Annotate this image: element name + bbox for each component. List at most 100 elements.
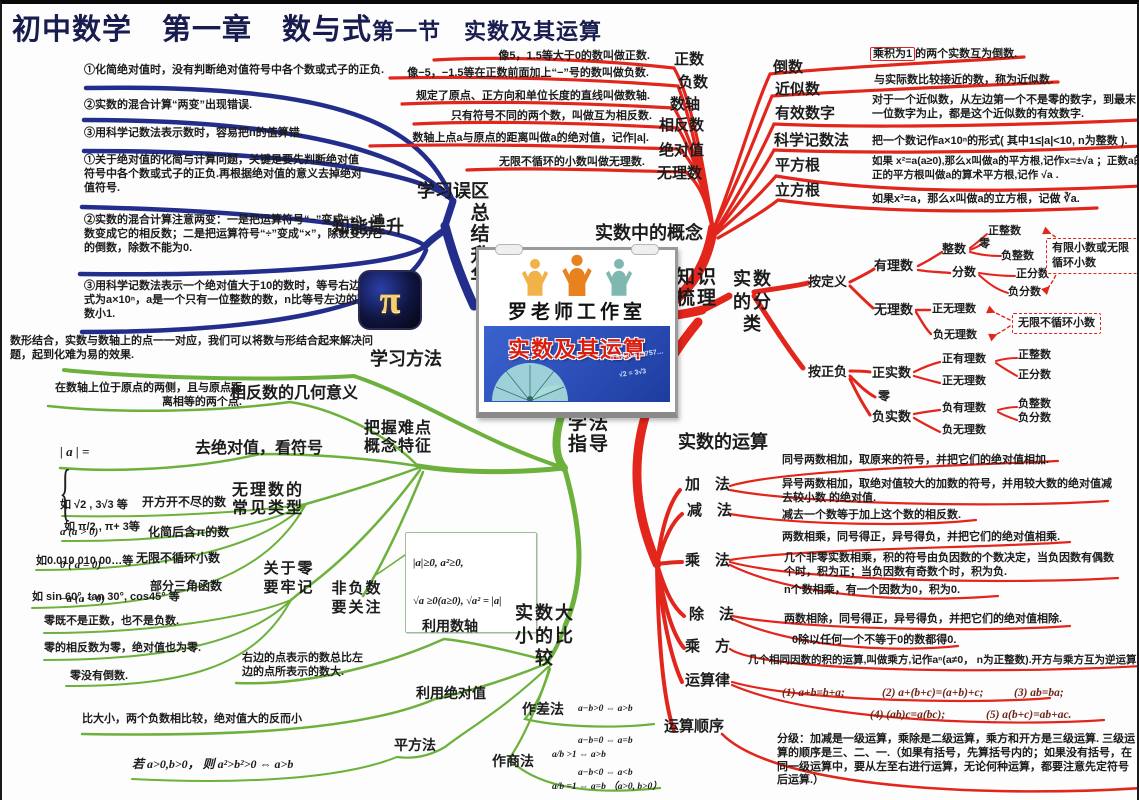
concept-label: 无理数	[657, 165, 703, 182]
absolute-label: 利用绝对值	[416, 685, 486, 701]
leaf-label: 负整数	[1001, 250, 1034, 262]
person-icon	[521, 258, 548, 296]
op-rule: 几个相同因数的积的运算,叫做乘方,记作aⁿ(a≠0， n为正整数).开方与乘方互…	[748, 654, 1139, 666]
zero-label: 关于零要牢记	[263, 560, 315, 596]
law-formula: (1) a+b=b+a;	[782, 687, 845, 699]
op-rule: 减去一个数等于加上这个数的相反数.	[782, 509, 962, 521]
irr-example: 如0.010 010 00…等	[36, 555, 134, 567]
concept-desc: 与实际数比较接近的数，称为近似数.	[874, 74, 1054, 86]
leaf-label: 正分数	[1016, 268, 1049, 280]
concept-desc: 只有符号不同的两个数，叫做互为相反数.	[450, 110, 652, 122]
op-label: 除 法	[689, 606, 735, 623]
concept-label: 相反数	[659, 117, 705, 134]
diff-label: 作差法	[522, 701, 564, 717]
concept-label: 科学记数法	[774, 132, 850, 149]
improve-item: ②实数的混合计算注意两变：一是把运算符号“−”变成“+”，减数变成它的相反数；二…	[84, 214, 383, 254]
law-formula: (5) a(b+c)=ab+ac.	[986, 709, 1072, 721]
irrational-label: 无理数	[874, 302, 914, 317]
op-label: 运算律	[685, 672, 731, 689]
square-desc: 若 a>0,b>0， 则 a²>b²>0 ⇔ a>b	[132, 757, 294, 771]
leaf-label: 负整数	[1018, 398, 1051, 410]
by-sign-label: 按正负	[808, 364, 848, 379]
concept-desc: 像−5，−1.5等在正数前面加上“−”号的数叫做负数.	[407, 67, 649, 79]
opposite-label: 相反数的几何意义	[230, 385, 359, 402]
deco-text: √2 = 3√3	[618, 368, 647, 379]
zero-item: 零既不是正数，也不是负数.	[44, 615, 180, 627]
mistake-item: ①化简绝对值时，没有判断绝对值符号中各个数或式子的正负.	[84, 64, 385, 76]
improve-item: ③用科学记数法表示一个绝对值大于10的数时，等号右边数的形式为a×10ⁿ，a是一…	[84, 280, 394, 320]
nonneg-box: |a|≥0, a²≥0, √a ≥0(a≥0), √a² = |a|	[405, 532, 537, 633]
concept-label: 倒数	[773, 59, 804, 76]
concept-desc: 如果 x²=a(a≥0),那么x叫做a的平方根,记作x=±√a ；正数a的正的平…	[872, 155, 1139, 181]
fraction-label: 分数	[952, 265, 977, 279]
integer-label: 整数	[942, 242, 967, 256]
op-rule: 两数相乘，同号得正，异号得负，并把它们的绝对值相乘.	[782, 531, 1061, 543]
abs-label: 去绝对值，看符号	[195, 440, 324, 457]
center-topic-card: 罗老师工作室 实数及其运算 0.57=0.575757… √2 = 3√3	[476, 244, 678, 418]
leaf-label: 负无理数	[933, 329, 977, 341]
concept-label: 绝对值	[659, 142, 705, 159]
law-formula: (3) ab=ba;	[1014, 687, 1064, 699]
studio-logo	[479, 254, 675, 301]
pos-real-label: 正实数	[872, 365, 912, 380]
card-clip	[495, 244, 523, 255]
neg-irrational-label: 负无理数	[942, 424, 986, 436]
op-label: 减 法	[687, 502, 733, 519]
op-label: 乘 方	[685, 638, 731, 655]
concept-label: 平方根	[775, 157, 821, 174]
pos-irrational-label: 正无理数	[942, 375, 986, 387]
concept-label: 近似数	[775, 81, 821, 98]
topic-panel: 实数及其运算 0.57=0.575757… √2 = 3√3	[484, 326, 670, 402]
concept-label: 立方根	[775, 182, 821, 199]
rational-note-box: 有限小数或无限循环小数	[1046, 238, 1137, 274]
axis-label: 利用数轴	[422, 618, 478, 634]
card-clip	[631, 244, 659, 255]
studio-name: 罗老师工作室	[507, 302, 646, 323]
zero-sign-label: 零	[878, 389, 891, 403]
law-formula: (2) a+(b+c)=(a+b)+c;	[882, 687, 984, 699]
neg-real-label: 负实数	[872, 409, 912, 424]
person-icon	[606, 258, 633, 296]
leaf-label: 正分数	[1018, 369, 1051, 381]
person-icon	[562, 254, 592, 296]
pi-icon: π	[379, 279, 401, 321]
concept-desc: 规定了原点、正方向和单位长度的直线叫做数轴.	[415, 90, 650, 102]
abs-lhs: | a | =	[60, 444, 90, 459]
leaf-label: 负分数	[1008, 286, 1041, 298]
concept-label: 有效数字	[775, 105, 836, 122]
comparison-label: 实数大小的比较	[515, 603, 575, 668]
concept-desc: 如果x³=a，那么x叫做a的立方根，记做 ∛a.	[872, 193, 1080, 205]
leaf-label: 正整数	[988, 225, 1021, 237]
leaf-label: 零	[979, 238, 990, 250]
opposite-desc: 在数轴上位于原点的两侧，且与原点距离相等的两个点.	[55, 382, 242, 408]
abs-formula: | a | = { a (a > 0) 0 ( a = 0) −a (a < 0…	[59, 424, 106, 627]
concept-desc: 数轴上点a与原点的距离叫做a的绝对值，记作|a|.	[412, 132, 649, 144]
irr-example: 如 sin 60°, tan 30°, cos45° 等	[32, 591, 180, 603]
pi-logo: π	[358, 270, 422, 330]
concept-label: 数轴	[670, 96, 701, 113]
law-formula: (4) (ab)c=a(bc);	[870, 709, 946, 721]
op-label: 运算顺序	[664, 718, 725, 735]
by-definition-label: 按定义	[808, 274, 848, 289]
op-rule: 同号两数相加，取原来的符号，并把它们的绝对值相加.	[782, 454, 1050, 466]
abs-cases: a (a > 0) 0 ( a = 0) −a (a < 0)	[60, 525, 106, 606]
irr-type: 部分三角函数	[150, 579, 223, 593]
leaf-label: 正无理数	[932, 303, 976, 315]
branch-curves	[31, 55, 1137, 793]
concept-desc: 像5，1.5等大于0的数叫做正数.	[498, 50, 650, 62]
topic-title: 实数及其运算	[507, 337, 646, 362]
concept-desc: 对于一个近似数，从左边第一个不是零的数字，到最末一位数字为止，都是这个近似数的有…	[872, 94, 1136, 120]
page-subtitle: 第一节 实数及其运算	[372, 19, 603, 44]
irr-type: 无限不循环小数	[136, 551, 221, 565]
method-desc: 数形结合，实数与数轴上的点一一对应，我们可以将数与形结合起来解决问题，起到化难为…	[10, 335, 373, 361]
op-rule: 0除以任何一个不等于0的数都得0.	[792, 634, 957, 646]
rational-label: 有理数	[874, 258, 914, 273]
leaf-label: 正整数	[1018, 349, 1051, 361]
nonneg-label: 非负数要关注	[331, 580, 383, 616]
op-rule: 分级：加减是一级运算，乘除是二级运算，乘方和开方是三级运算. 三级运算的顺序是三…	[777, 733, 1136, 787]
zero-item: 零的相反数为零，绝对值也为零.	[44, 642, 202, 654]
difficulty-label: 把握难点概念特征	[363, 420, 432, 456]
irrational-types-label: 无理数的常见类型	[232, 482, 305, 518]
guidance-label: 学法指导	[568, 413, 611, 455]
classification-label: 实数的分类	[733, 269, 773, 334]
